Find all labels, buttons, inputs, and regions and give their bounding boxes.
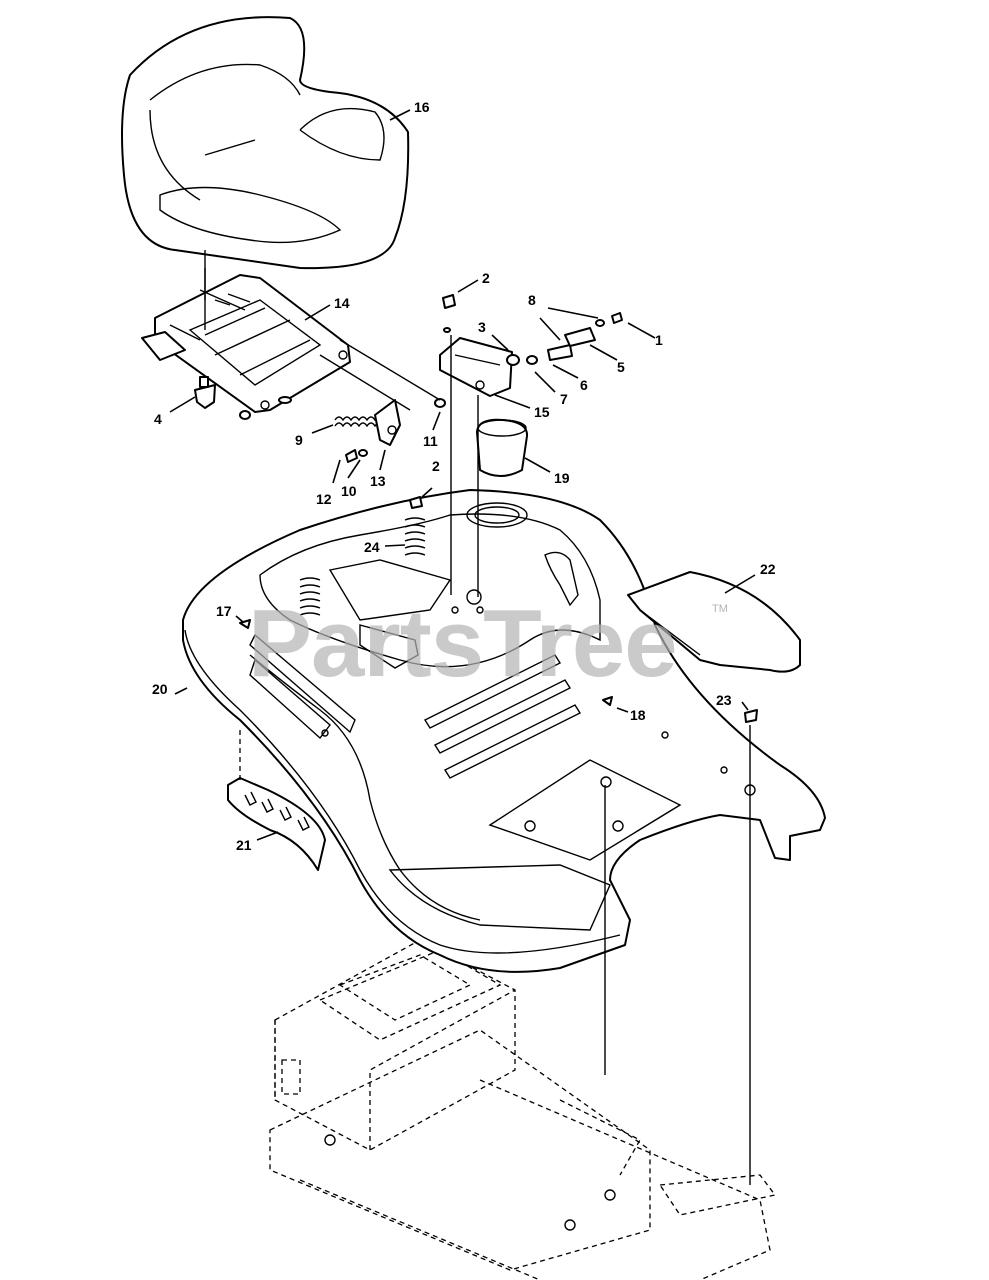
washer-part-11 — [434, 398, 446, 408]
watermark-text: PartsTree — [248, 590, 677, 697]
callout-21: 21 — [236, 837, 252, 853]
hardware-parts-2-3 — [442, 294, 538, 366]
frame-chassis — [269, 939, 777, 1280]
callout-14: 14 — [334, 295, 350, 311]
alignment-lines — [204, 250, 751, 1185]
latch-part-13 — [374, 399, 401, 446]
screw-part-12 — [345, 449, 358, 463]
callout-6: 6 — [580, 377, 588, 393]
watermark: PartsTree TM — [248, 590, 728, 697]
washer — [239, 410, 251, 420]
washer-part-10 — [358, 449, 368, 457]
bumper-part-4 — [194, 376, 216, 409]
callout-18: 18 — [630, 707, 646, 723]
fastener-part-17 — [239, 619, 251, 629]
callout-5: 5 — [617, 359, 625, 375]
callout-2-upper: 2 — [482, 270, 490, 286]
callout-12: 12 — [316, 491, 332, 507]
callout-10: 10 — [341, 483, 357, 499]
callout-8: 8 — [528, 292, 536, 308]
callout-7: 7 — [560, 391, 568, 407]
springs-part-24 — [299, 496, 426, 616]
bracket-part-15 — [439, 337, 513, 397]
seat-part-16 — [121, 16, 410, 270]
callout-9: 9 — [295, 432, 303, 448]
callout-20: 20 — [152, 681, 168, 697]
callout-17: 17 — [216, 603, 232, 619]
seat-plate-part-14 — [141, 268, 351, 413]
hardware-parts-5-8 — [547, 312, 623, 361]
callout-3: 3 — [478, 319, 486, 335]
callout-11: 11 — [423, 433, 438, 449]
callout-2-lower: 2 — [432, 458, 440, 474]
callout-15: 15 — [534, 404, 550, 420]
watermark-trademark: TM — [712, 603, 728, 615]
callout-4: 4 — [154, 411, 162, 427]
callouts: 1 2 2 3 4 5 6 7 8 9 10 11 12 13 14 15 16… — [152, 99, 776, 853]
leader-lines — [169, 109, 756, 841]
callout-13: 13 — [370, 473, 386, 489]
callout-24: 24 — [364, 539, 380, 555]
callout-19: 19 — [554, 470, 570, 486]
callout-16: 16 — [414, 99, 430, 115]
callout-22: 22 — [760, 561, 776, 577]
callout-1: 1 — [655, 332, 663, 348]
pad-part-22 — [627, 571, 801, 673]
guide-part-21 — [227, 777, 326, 871]
cup-holder-part-19 — [476, 418, 529, 477]
callout-23: 23 — [716, 692, 732, 708]
fastener-part-23 — [744, 709, 758, 723]
fastener-part-18 — [602, 696, 613, 706]
fender-part-20 — [182, 489, 826, 973]
bolt — [278, 396, 292, 404]
